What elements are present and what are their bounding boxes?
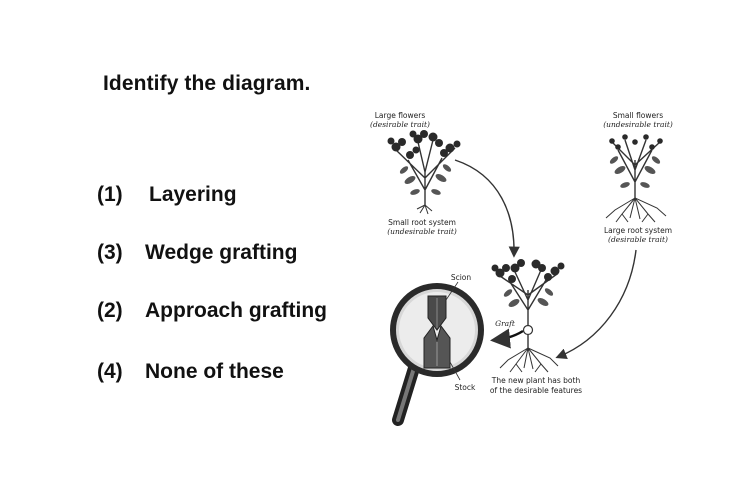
- graft-union-marker: [522, 324, 534, 336]
- left-root-title: Small root system: [388, 218, 456, 227]
- right-plant-trait: (undesirable trait): [603, 120, 673, 129]
- question-title: Identify the diagram.: [103, 72, 311, 95]
- magnifying-glass-icon: [390, 281, 484, 426]
- right-plant-title: Small flowers: [613, 111, 663, 120]
- option-text: None of these: [145, 360, 284, 383]
- option-text: Approach grafting: [145, 299, 327, 322]
- left-plant-trait: (desirable trait): [370, 120, 430, 129]
- option-2[interactable]: (3) Wedge grafting: [97, 241, 297, 265]
- option-number: (1): [97, 183, 123, 206]
- right-root-trait: (desirable trait): [608, 235, 668, 244]
- result-line-1: The new plant has both: [491, 376, 581, 385]
- option-number: (2): [97, 299, 123, 322]
- right-plant: Small flowers (undesirable trait) Large …: [603, 111, 673, 244]
- option-number: (4): [97, 360, 123, 383]
- result-line-2: of the desirable features: [490, 386, 582, 395]
- option-text: Layering: [149, 183, 237, 206]
- arrow-from-right-plant: [555, 249, 637, 360]
- left-plant: Large flowers (desirable trait) Small ro…: [370, 111, 461, 236]
- option-1[interactable]: (1) Layering: [97, 183, 237, 207]
- stock-label: Stock: [455, 383, 476, 392]
- option-number: (3): [97, 241, 123, 264]
- arrow-from-left-plant: [454, 159, 520, 258]
- arrow-to-magnifier: [490, 328, 524, 349]
- graft-label: Graft: [495, 319, 516, 328]
- right-root-title: Large root system: [604, 226, 672, 235]
- grafted-plant: Graft The new plant has both of the desi…: [490, 259, 582, 395]
- left-plant-title: Large flowers: [375, 111, 426, 120]
- scion-label: Scion: [451, 273, 472, 282]
- left-root-trait: (undesirable trait): [387, 227, 457, 236]
- option-text: Wedge grafting: [145, 241, 298, 264]
- option-3[interactable]: (2) Approach grafting: [97, 299, 327, 323]
- option-4[interactable]: (4) None of these: [97, 360, 284, 384]
